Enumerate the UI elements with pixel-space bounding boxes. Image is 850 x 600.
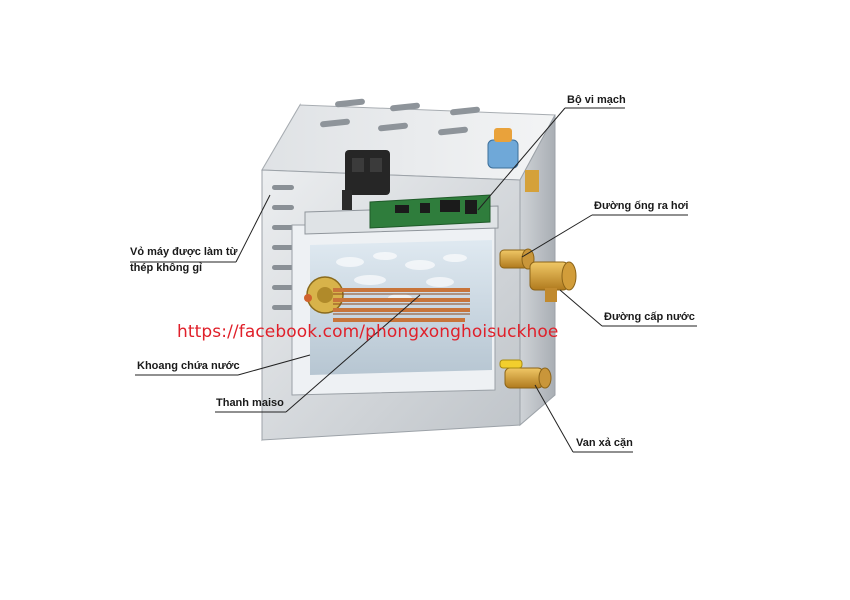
water-inlet-pipe [529, 261, 577, 302]
label-water-chamber: Khoang chứa nước [137, 360, 240, 372]
steam-outlet-pipe [499, 248, 535, 270]
heating-element [304, 276, 470, 322]
drain-valve [499, 359, 552, 389]
watermark-url: https://facebook.com/phongxonghoisuckhoe [177, 322, 559, 342]
label-water-inlet: Đường cấp nước [604, 311, 695, 323]
label-drain-valve: Van xả cặn [576, 437, 633, 449]
leader-drain-valve [534, 384, 633, 453]
leader-casing [130, 194, 271, 263]
leader-heating-element [215, 294, 421, 413]
label-casing-line2: thép không gỉ [130, 262, 203, 274]
label-heating-element: Thanh maiso [216, 397, 284, 409]
leader-circuit-board [477, 107, 625, 211]
leader-lines [130, 107, 697, 453]
label-circuit-board: Bộ vi mạch [567, 94, 626, 106]
solenoid [487, 128, 539, 192]
leader-steam-outlet [521, 214, 688, 258]
label-casing-line1: Vỏ máy được làm từ [130, 246, 238, 258]
leader-water-inlet [559, 289, 697, 327]
label-steam-outlet: Đường ống ra hơi [594, 200, 689, 212]
leader-water-chamber [135, 354, 311, 376]
circuit-board [304, 150, 499, 235]
